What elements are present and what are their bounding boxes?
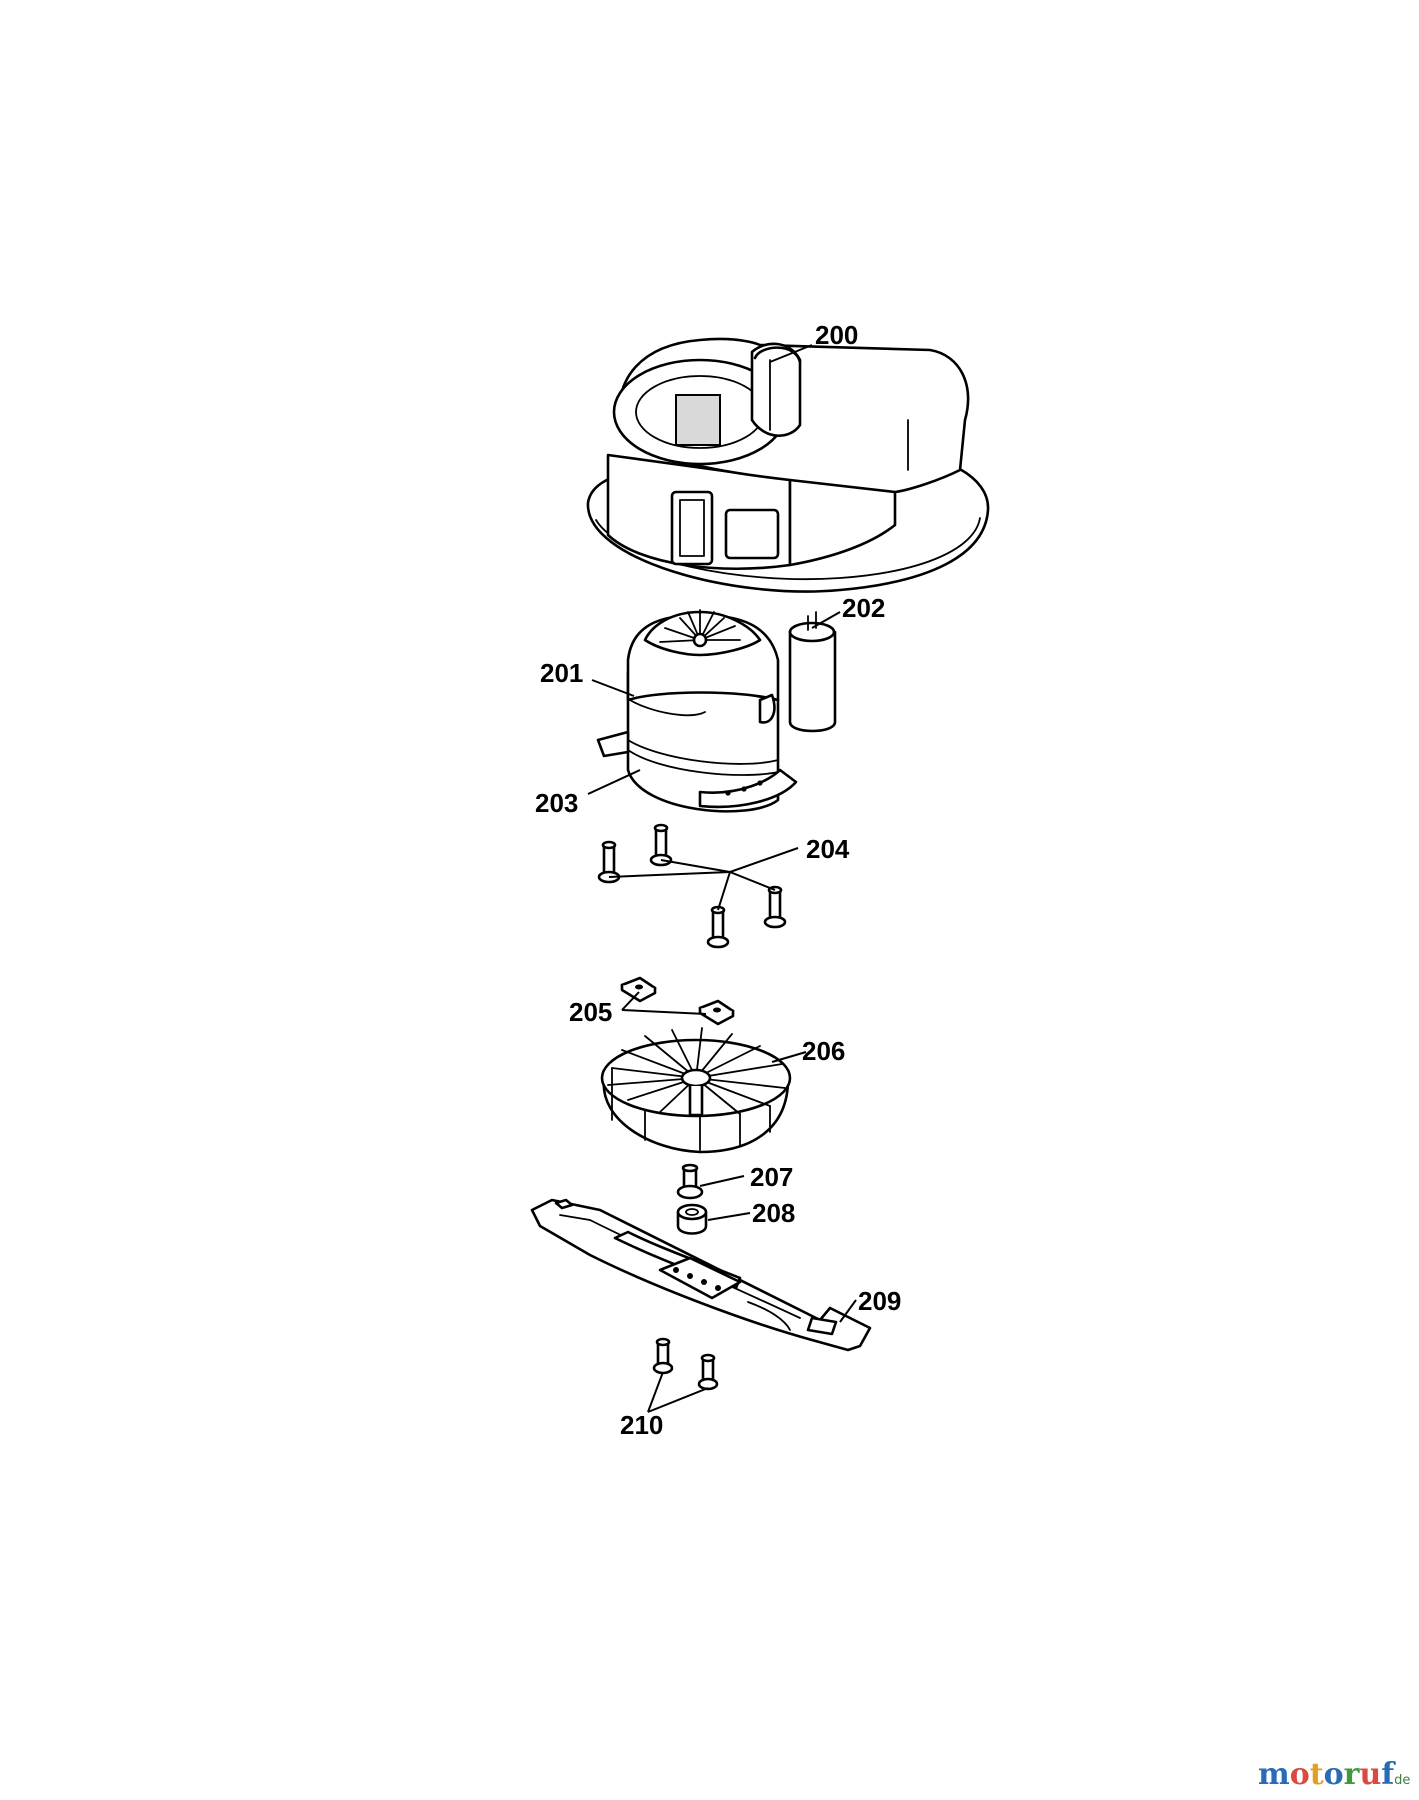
capacitor-drawing — [788, 611, 837, 733]
watermark-letter: t — [1310, 1757, 1324, 1792]
callout-210: 210 — [620, 1410, 663, 1440]
watermark-suffix: .de — [1390, 1773, 1410, 1788]
watermark-letter: r — [1344, 1757, 1361, 1792]
cutting-blade-drawing — [530, 1198, 872, 1352]
watermark-letter: u — [1359, 1757, 1381, 1792]
callout-203: 203 — [535, 788, 578, 818]
callout-208: 208 — [752, 1198, 795, 1228]
callout-202: 202 — [842, 593, 885, 623]
watermark-letter: f — [1381, 1757, 1396, 1792]
blade-bolt-drawing — [676, 1163, 704, 1200]
callout-204: 204 — [806, 834, 850, 864]
callout-201: 201 — [540, 658, 583, 688]
watermark-letter: o — [1290, 1757, 1310, 1792]
callout-207: 207 — [750, 1162, 793, 1192]
spacer-drawing — [676, 1203, 708, 1235]
fan-housing-drawing — [586, 337, 990, 593]
callout-209: 209 — [858, 1286, 901, 1316]
motor-drawing — [596, 609, 798, 813]
leader-lines — [587, 344, 857, 1413]
svg-text:motoruf: motoruf — [1258, 1757, 1396, 1792]
callout-200: 200 — [815, 320, 858, 350]
blade-screws-drawing — [652, 1337, 719, 1391]
fan-impeller-drawing — [600, 1027, 792, 1154]
watermark-letter: m — [1258, 1757, 1290, 1792]
motor-screws-drawing — [597, 823, 787, 949]
callout-205: 205 — [569, 997, 612, 1027]
watermark-letter: o — [1324, 1757, 1344, 1792]
callout-206: 206 — [802, 1036, 845, 1066]
nuts-drawing — [620, 976, 735, 1026]
callout-numbers: 200 202 201 203 204 205 206 207 208 209 … — [535, 320, 901, 1440]
watermark-logo: motoruf .de — [1258, 1757, 1410, 1792]
